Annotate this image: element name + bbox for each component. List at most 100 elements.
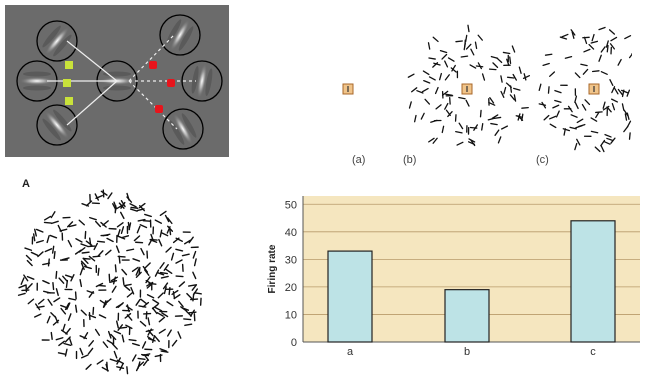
line-element — [468, 25, 469, 31]
line-element — [138, 358, 145, 359]
line-element — [64, 344, 71, 346]
line-element — [482, 124, 483, 130]
stimulus-label-c: (c) — [536, 154, 549, 166]
line-element — [155, 308, 161, 311]
line-element — [589, 45, 594, 50]
line-element — [611, 138, 615, 143]
line-element — [131, 209, 137, 211]
line-element — [86, 364, 91, 369]
line-element — [610, 30, 615, 34]
line-elements — [19, 190, 202, 374]
line-element — [615, 88, 618, 93]
line-element — [193, 252, 195, 258]
line-element — [440, 51, 446, 53]
line-element — [103, 221, 108, 225]
y-tick-label: 20 — [285, 282, 297, 294]
line-element — [112, 286, 116, 292]
line-element — [584, 49, 590, 51]
line-element — [550, 72, 555, 76]
line-element — [176, 260, 182, 263]
line-element — [440, 74, 442, 80]
y-tick-label: 10 — [285, 309, 297, 321]
line-element — [19, 285, 25, 288]
line-element — [133, 267, 139, 271]
line-element — [49, 259, 50, 266]
line-element — [502, 126, 508, 129]
line-element — [557, 111, 560, 117]
line-element — [97, 360, 103, 364]
line-element — [461, 56, 467, 57]
line-element — [34, 234, 35, 241]
line-element — [56, 272, 57, 279]
line-element — [110, 281, 117, 283]
line-element — [513, 74, 516, 80]
line-element — [522, 108, 528, 109]
line-element — [89, 341, 93, 346]
line-element — [155, 220, 161, 223]
line-element — [144, 360, 148, 365]
line-element — [466, 44, 470, 49]
line-element — [133, 355, 136, 361]
line-element — [630, 53, 632, 58]
bar-b — [445, 290, 489, 342]
line-element — [60, 229, 67, 231]
line-element — [510, 57, 511, 63]
y-axis-label: Firing rate — [267, 244, 278, 293]
line-element — [545, 54, 551, 55]
inhibitory-marker — [167, 79, 175, 87]
line-element — [612, 99, 618, 102]
line-element — [575, 96, 577, 102]
line-element — [108, 193, 112, 199]
line-element — [504, 88, 506, 94]
line-element — [555, 101, 561, 103]
line-element — [28, 299, 33, 303]
line-element — [96, 330, 100, 336]
line-element — [585, 100, 589, 105]
line-element — [470, 65, 476, 68]
line-element — [115, 265, 116, 272]
line-element — [137, 226, 140, 232]
line-element — [69, 298, 76, 299]
line-element — [611, 37, 617, 40]
line-element — [610, 80, 613, 86]
line-element — [491, 124, 497, 125]
line-element — [510, 95, 514, 100]
line-element — [98, 241, 105, 242]
line-element — [161, 273, 168, 274]
line-element — [465, 40, 466, 46]
excitatory-marker — [65, 97, 73, 105]
gabor-patch — [37, 21, 77, 61]
line-element — [514, 88, 520, 90]
line-element — [577, 119, 582, 122]
line-element — [605, 135, 611, 137]
line-element — [43, 281, 49, 284]
line-element — [26, 255, 31, 260]
line-element — [142, 355, 149, 356]
line-element — [37, 229, 43, 232]
line-element — [592, 35, 594, 41]
line-element — [470, 127, 476, 128]
line-element — [45, 216, 51, 219]
line-element — [555, 91, 561, 93]
line-element — [38, 252, 43, 257]
line-element — [53, 246, 54, 253]
line-element — [103, 342, 107, 347]
line-element — [140, 321, 145, 325]
line-element — [599, 55, 601, 61]
line-element — [539, 84, 541, 90]
line-element — [148, 295, 154, 298]
line-element — [80, 348, 83, 354]
line-element — [68, 241, 71, 247]
line-element — [459, 98, 465, 99]
line-element — [415, 116, 416, 122]
line-element — [193, 294, 194, 301]
bar-a — [328, 251, 372, 342]
line-element — [189, 312, 196, 313]
stimulus-b — [408, 25, 529, 145]
line-element — [82, 355, 88, 358]
line-element — [516, 116, 522, 118]
line-element — [168, 330, 172, 336]
line-element — [466, 100, 469, 106]
